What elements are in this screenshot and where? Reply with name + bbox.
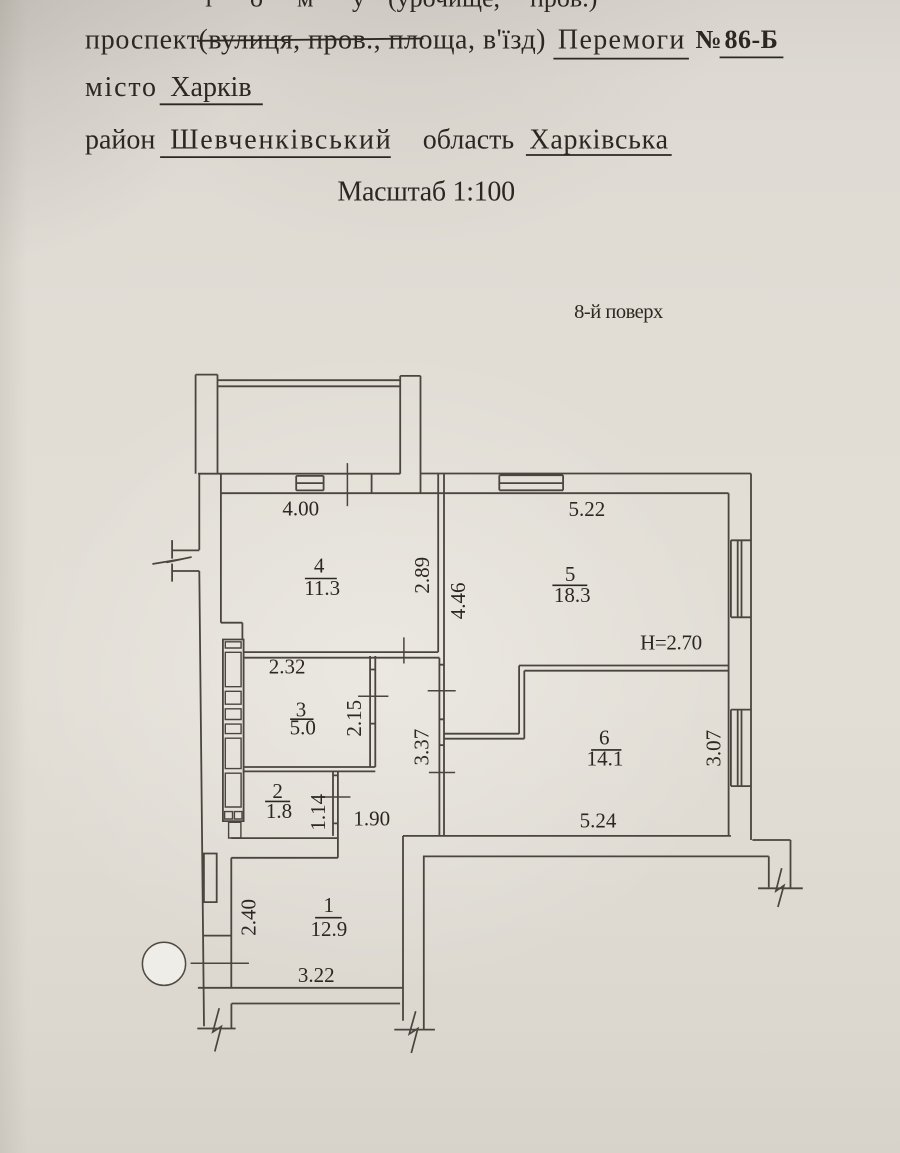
- svg-text:о: о: [250, 0, 263, 13]
- svg-text:4.00: 4.00: [282, 496, 319, 520]
- svg-text:Н=2.70: Н=2.70: [640, 630, 702, 654]
- svg-text:1.14: 1.14: [306, 793, 330, 830]
- svg-text:2.15: 2.15: [342, 700, 366, 737]
- svg-text:2: 2: [272, 779, 283, 803]
- svg-text:5.24: 5.24: [580, 808, 617, 832]
- svg-text:4: 4: [314, 553, 325, 577]
- svg-text:місто: місто: [85, 72, 156, 103]
- svg-text:18.3: 18.3: [554, 583, 591, 607]
- svg-text:№: №: [696, 25, 722, 54]
- svg-text:м: м: [297, 0, 313, 13]
- svg-text:Масштаб 1:100: Масштаб 1:100: [337, 177, 515, 208]
- svg-text:проспект: проспект: [85, 25, 199, 56]
- svg-text:1.8: 1.8: [266, 799, 292, 823]
- svg-text:(урочище,: (урочище,: [388, 0, 500, 13]
- svg-text:86-Б: 86-Б: [725, 25, 778, 54]
- svg-text:область: область: [423, 125, 514, 156]
- svg-text:12.9: 12.9: [311, 917, 348, 941]
- svg-text:6: 6: [599, 726, 610, 750]
- svg-text:1.90: 1.90: [353, 806, 390, 830]
- svg-text:3.22: 3.22: [298, 963, 335, 987]
- svg-text:3.37: 3.37: [410, 729, 434, 766]
- svg-text:5: 5: [565, 562, 576, 586]
- svg-text:2.32: 2.32: [269, 654, 306, 678]
- svg-text:Харківська: Харківська: [529, 125, 668, 156]
- svg-text:11.3: 11.3: [304, 576, 340, 600]
- svg-text:у: у: [352, 0, 365, 13]
- svg-text:район: район: [85, 125, 155, 156]
- svg-text:2.40: 2.40: [236, 899, 260, 936]
- svg-text:Харків: Харків: [170, 72, 251, 103]
- svg-text:3.07: 3.07: [701, 730, 725, 767]
- svg-text:8-й поверх: 8-й поверх: [574, 301, 663, 323]
- svg-text:т: т: [203, 0, 214, 13]
- svg-text:пров.): пров.): [530, 0, 597, 13]
- svg-text:1: 1: [323, 893, 334, 917]
- svg-text:Шевченківський: Шевченківський: [170, 125, 390, 156]
- svg-text:3: 3: [296, 697, 307, 721]
- svg-text:Перемоги: Перемоги: [558, 25, 685, 56]
- svg-text:2.89: 2.89: [410, 557, 434, 594]
- svg-text:4.46: 4.46: [446, 583, 470, 620]
- svg-text:5.22: 5.22: [569, 497, 606, 521]
